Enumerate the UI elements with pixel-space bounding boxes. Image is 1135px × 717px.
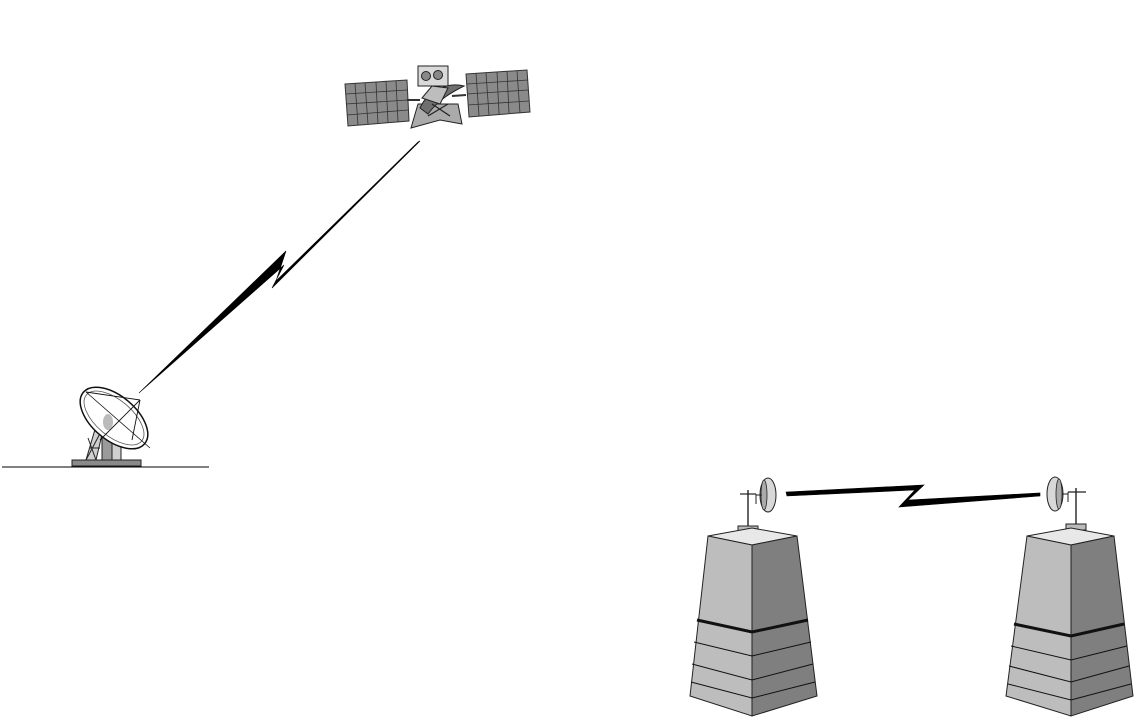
- solar-panel-left: [344, 79, 410, 127]
- wireless-link-icon: [138, 140, 421, 394]
- satellite-body: [410, 65, 466, 129]
- microwave-tower-icon: [689, 477, 818, 717]
- satellite-uplink: [138, 140, 421, 394]
- satellite-icon: [344, 65, 531, 129]
- tower-right: [1005, 476, 1134, 717]
- microwave-tower-icon: [1005, 476, 1134, 717]
- wireless-link-icon: [785, 484, 1041, 508]
- satellite-dish-icon: [71, 386, 151, 467]
- tower-left: [689, 477, 818, 717]
- ground-station: [2, 386, 209, 468]
- terrestrial-link: [785, 484, 1041, 508]
- solar-panel-right: [465, 69, 531, 118]
